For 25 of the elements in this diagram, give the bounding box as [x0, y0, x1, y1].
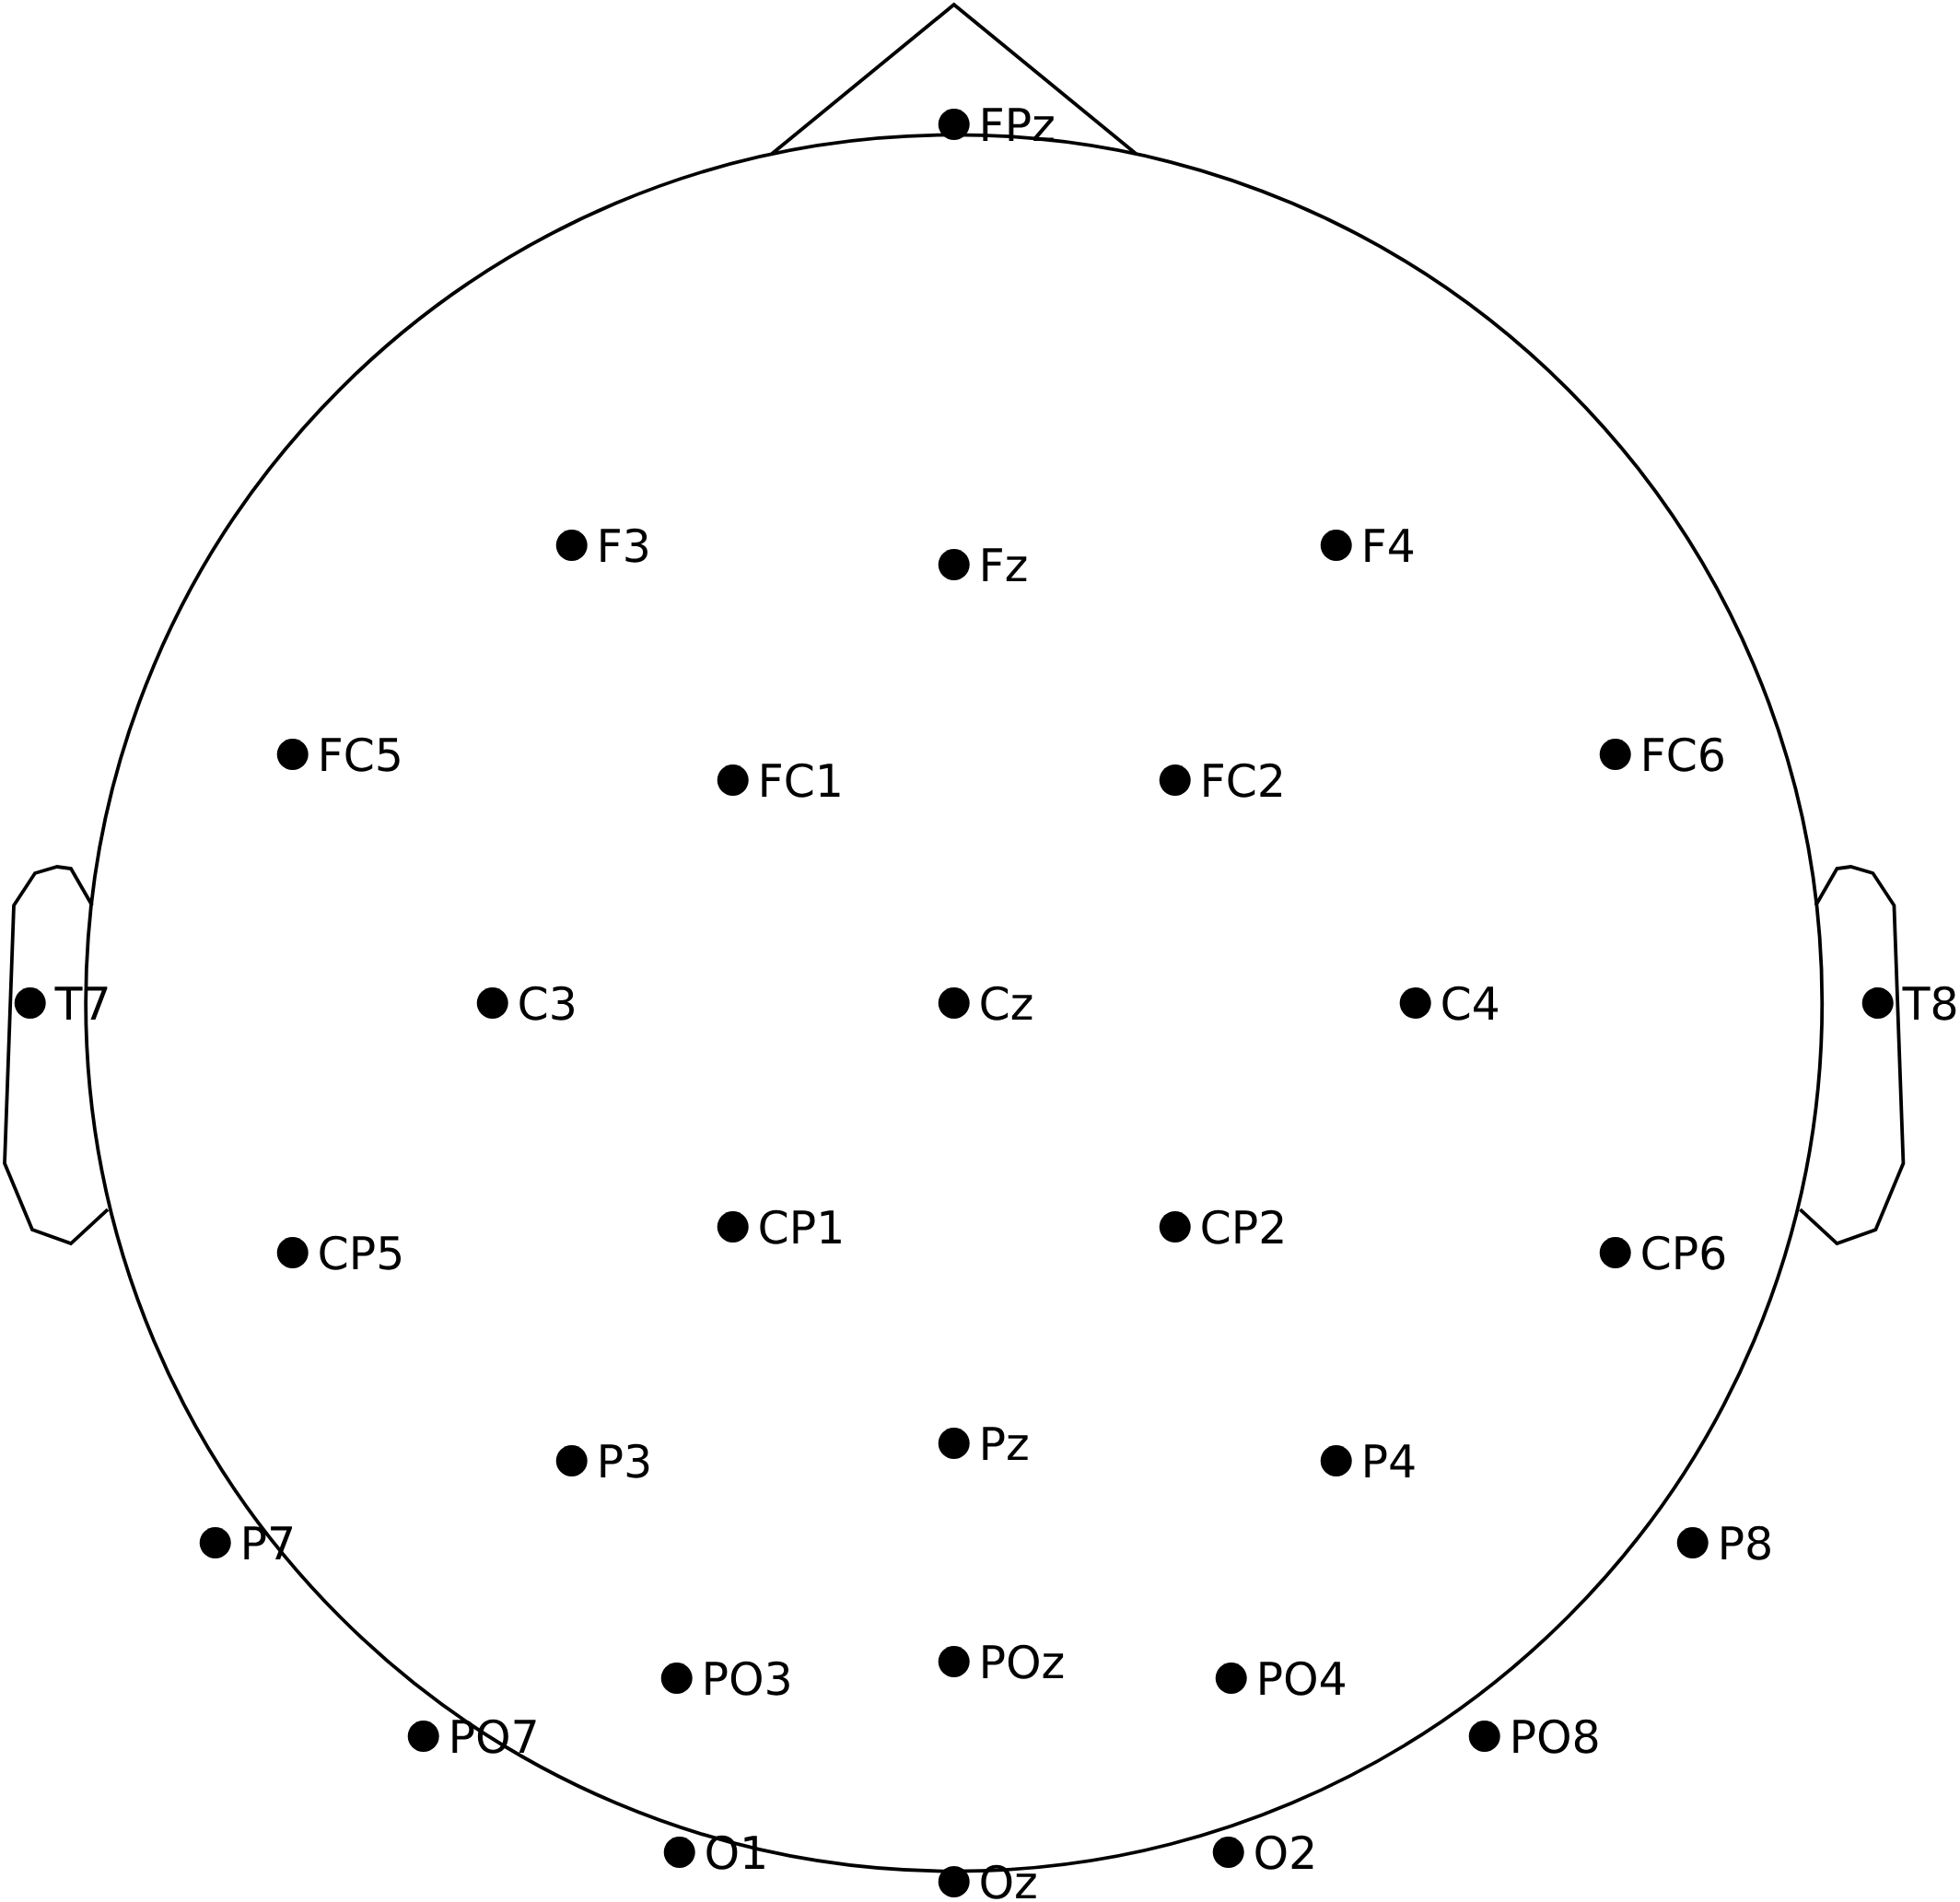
electrode-label: F4 [1365, 529, 1414, 562]
electrode-label: T8 [1902, 986, 1956, 1021]
electrode-label: CP6 [1642, 1235, 1725, 1270]
electrode-label: P8 [1721, 1525, 1770, 1560]
electrode-label: FC1 [762, 763, 840, 798]
electrode-label: CP5 [320, 1235, 401, 1270]
electrode-label: FC2 [1204, 763, 1282, 798]
electrode-label: C4 [1442, 986, 1499, 1021]
electrode-label: PO8 [1513, 1719, 1598, 1754]
electrode-label: C3 [519, 986, 574, 1021]
electrode-label: Pz [983, 1427, 1028, 1460]
electrode-label: Oz [981, 1864, 1036, 1899]
electrode-label: FC6 [1644, 737, 1723, 772]
electrode-label: P4 [1365, 1444, 1415, 1477]
electrode-label: P3 [601, 1443, 649, 1478]
electrode-label: POz [983, 1644, 1064, 1679]
electrode-label: Fz [983, 548, 1027, 581]
electrode-label: Cz [981, 986, 1032, 1021]
electrode-label: F3 [601, 528, 648, 563]
electrode-label: FC5 [321, 737, 400, 772]
electrode-label: CP1 [760, 1209, 841, 1244]
electrode-label: CP2 [1202, 1209, 1283, 1244]
electrode-label: O2 [1255, 1835, 1313, 1870]
electrode-label: PO4 [1260, 1661, 1345, 1696]
electrode-label: PO3 [706, 1661, 789, 1696]
